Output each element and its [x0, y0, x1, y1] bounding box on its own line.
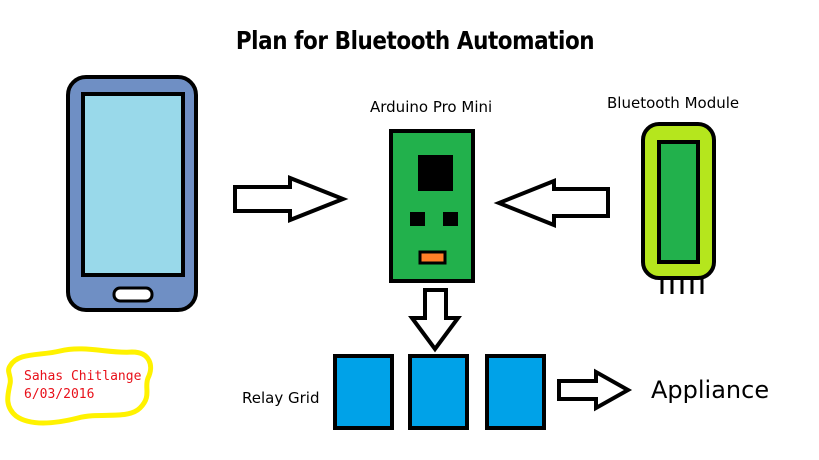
- bluetooth-module-icon: [641, 122, 716, 294]
- arduino-led: [418, 250, 447, 265]
- arduino-board-icon: [389, 129, 475, 283]
- arduino-component-right: [443, 212, 458, 226]
- relay-grid: [333, 354, 546, 430]
- signature-highlight: [5, 346, 154, 426]
- bt-module-pins: [660, 278, 704, 294]
- bt-module-inner: [657, 140, 700, 264]
- arrow-down-arduino-to-relay: [408, 288, 462, 353]
- arrow-right-relay-to-appliance: [557, 368, 633, 412]
- phone-screen: [81, 92, 185, 277]
- smartphone-icon: [66, 75, 198, 312]
- arduino-component-left: [410, 212, 425, 226]
- signature-date: 6/03/2016: [24, 387, 95, 402]
- bluetooth-module-label: Bluetooth Module: [607, 94, 740, 112]
- relay-block-1: [333, 354, 394, 430]
- relay-block-2: [408, 354, 469, 430]
- arrow-right-phone-to-arduino: [233, 175, 349, 223]
- arrow-left-bluetooth-to-arduino: [493, 178, 610, 228]
- signature: Sahas Chitlange 6/03/2016: [24, 368, 141, 404]
- relay-grid-label: Relay Grid: [242, 389, 320, 407]
- arduino-chip: [418, 155, 453, 191]
- relay-block-3: [485, 354, 546, 430]
- phone-home-button: [112, 286, 154, 303]
- diagram-title: Plan for Bluetooth Automation: [235, 26, 595, 55]
- arduino-label: Arduino Pro Mini: [370, 98, 493, 116]
- signature-name: Sahas Chitlange: [24, 369, 142, 384]
- appliance-label: Appliance: [651, 376, 770, 404]
